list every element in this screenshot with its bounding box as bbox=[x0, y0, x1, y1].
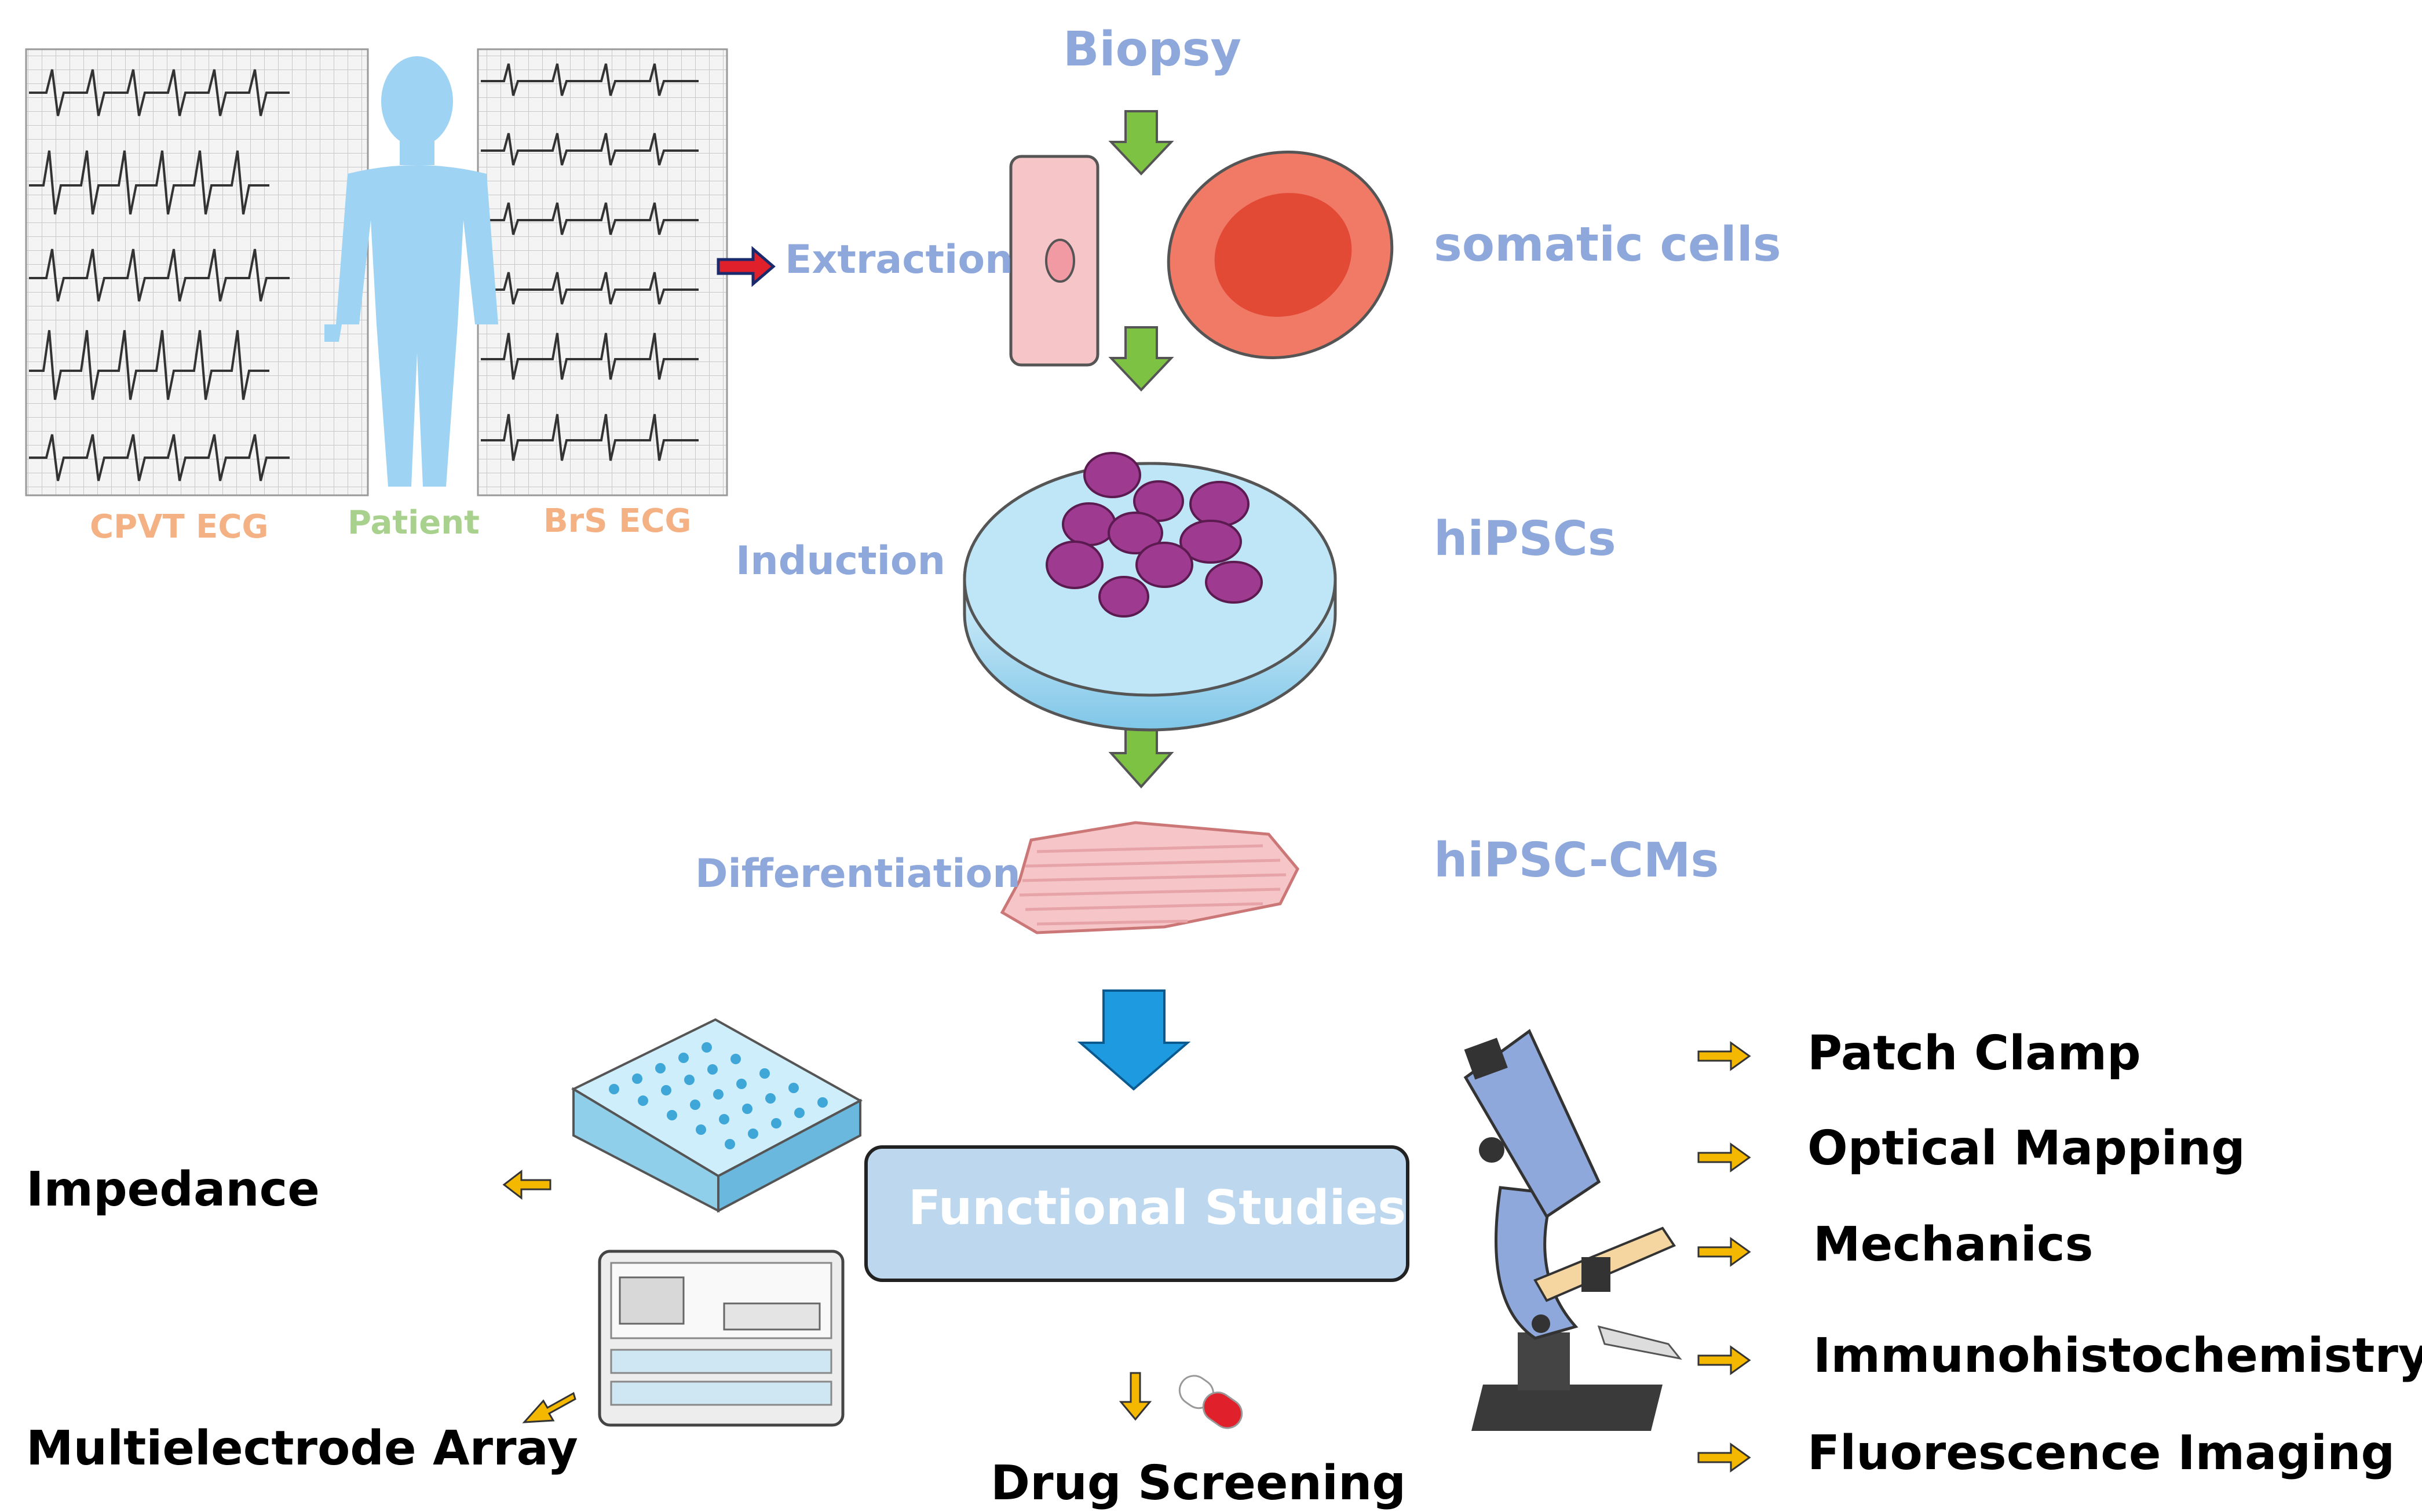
yellow-arrow-impedance bbox=[502, 1169, 551, 1200]
yellow-arrow-mea bbox=[522, 1392, 576, 1423]
functional-studies-label: Functional Studies bbox=[908, 1181, 1407, 1236]
microscope-icon bbox=[1463, 1029, 1682, 1431]
green-arrow-1 bbox=[1108, 110, 1174, 176]
cpvt-ecg-label: CPVT ECG bbox=[90, 508, 269, 546]
induction-label: Induction bbox=[736, 538, 946, 584]
cardiomyocyte-icon bbox=[1000, 821, 1299, 934]
mechanics-label: Mechanics bbox=[1813, 1217, 2094, 1272]
mea-machine-icon bbox=[598, 1250, 845, 1427]
immunohistochemistry-label: Immunohistochemistry bbox=[1813, 1328, 2422, 1383]
optical-mapping-label: Optical Mapping bbox=[1807, 1121, 2245, 1176]
differentiation-label: Differentiation bbox=[695, 851, 1021, 897]
red-arrow bbox=[717, 246, 776, 287]
extraction-label: Extraction bbox=[785, 237, 1013, 283]
somatic-cell-red-blood bbox=[1167, 151, 1394, 359]
yellow-arrow-patch-clamp bbox=[1697, 1041, 1751, 1071]
fluorescence-imaging-label: Fluorescence Imaging bbox=[1807, 1426, 2395, 1481]
brs-ecg-image bbox=[477, 48, 728, 496]
biopsy-label: Biopsy bbox=[1063, 22, 1241, 77]
hipsc-cms-label: hiPSC-CMs bbox=[1434, 833, 1719, 888]
yellow-arrow-mechanics bbox=[1697, 1237, 1751, 1267]
yellow-arrow-immunohistochemistry bbox=[1697, 1345, 1751, 1375]
well-plate-icon bbox=[571, 1018, 863, 1213]
patient-silhouette-icon bbox=[324, 56, 498, 487]
petri-dish-icon bbox=[963, 452, 1337, 732]
brs-ecg-label: BrS ECG bbox=[543, 502, 692, 540]
functional-studies-box bbox=[864, 1145, 1409, 1282]
yellow-arrow-optical-mapping bbox=[1697, 1142, 1751, 1173]
cpvt-ecg-image bbox=[25, 48, 369, 496]
pill-icon bbox=[1178, 1375, 1243, 1429]
drug-screening-label: Drug Screening bbox=[991, 1456, 1407, 1511]
hipscs-label: hiPSCs bbox=[1434, 512, 1616, 567]
blue-arrow bbox=[1077, 989, 1191, 1091]
impedance-label: Impedance bbox=[26, 1162, 320, 1217]
yellow-arrow-drug bbox=[1119, 1372, 1152, 1421]
patch-clamp-label: Patch Clamp bbox=[1807, 1026, 2141, 1081]
patient-label: Patient bbox=[348, 504, 480, 542]
somatic-cells-label: somatic cells bbox=[1434, 217, 1781, 272]
yellow-arrow-fluorescence-imaging bbox=[1697, 1442, 1751, 1473]
somatic-cell-elongated bbox=[1009, 155, 1099, 367]
green-arrow-2 bbox=[1108, 326, 1174, 392]
multielectrode-array-label: Multielectrode Array bbox=[26, 1421, 578, 1476]
